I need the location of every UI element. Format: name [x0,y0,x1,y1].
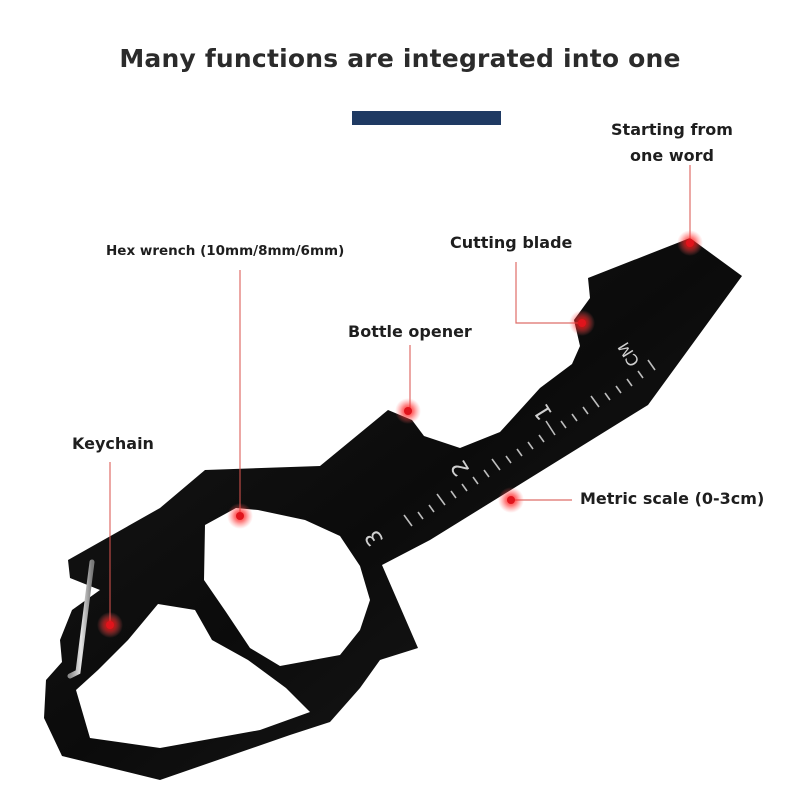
label-hex-wrench: Hex wrench (10mm/8mm/6mm) [106,243,345,259]
label-keychain: Keychain [72,434,154,453]
page-title: Many functions are integrated into one [119,44,681,73]
label-bottle-opener: Bottle opener [348,322,472,341]
keychain-ring [67,559,95,679]
title-accent-bar [352,111,501,125]
label-starting-from-one-word: Starting from one word [611,120,733,165]
metric-scale [403,359,656,527]
label-metric-scale: Metric scale (0-3cm) [580,489,765,508]
label-cutting-blade: Cutting blade [450,233,573,252]
leader-cutting [515,262,581,324]
callout-markers [97,230,703,638]
tool-body [44,238,742,780]
